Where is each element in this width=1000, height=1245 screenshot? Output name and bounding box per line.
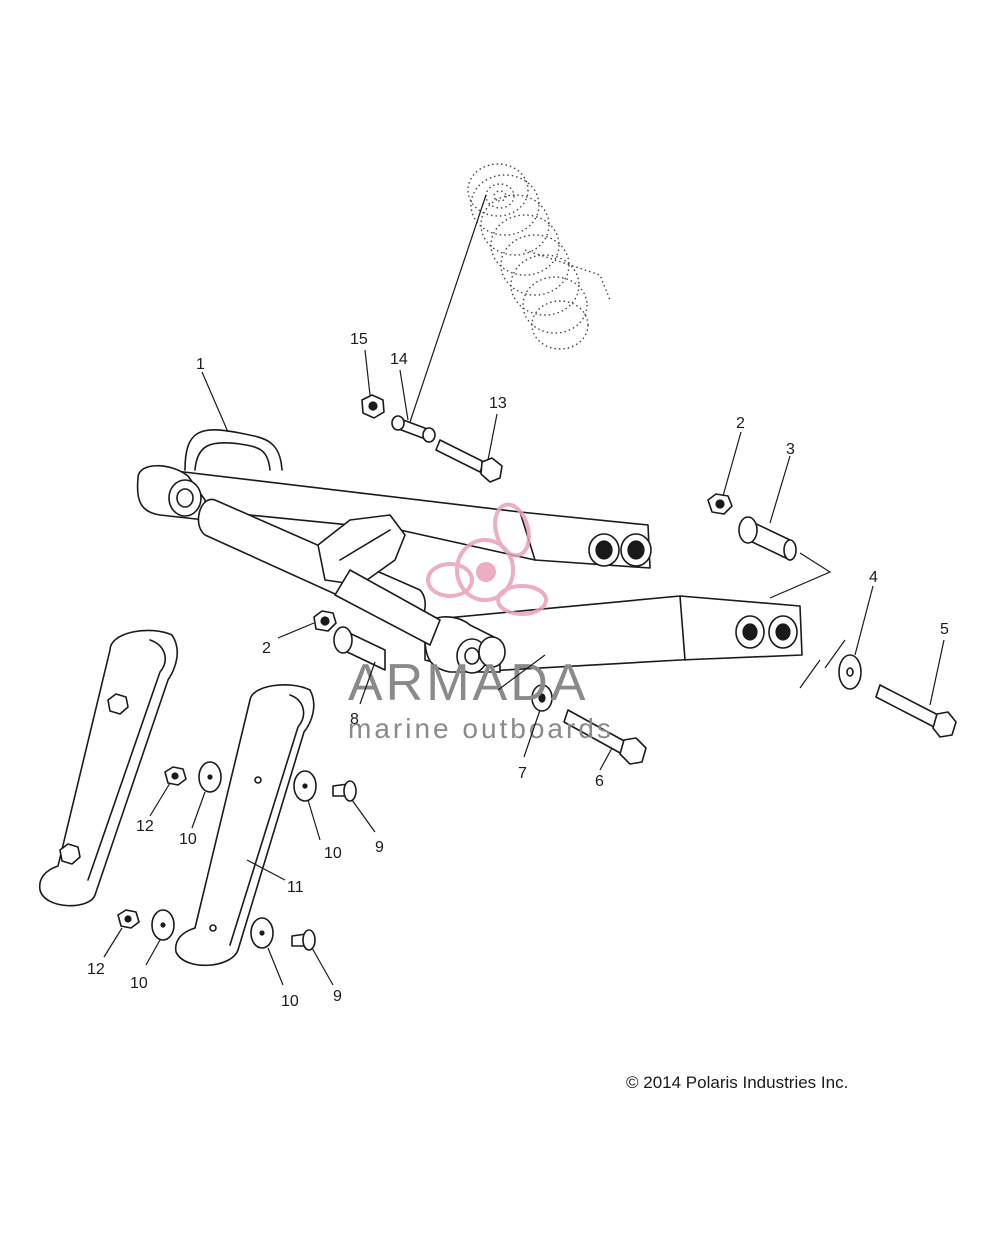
callout-4: 4 xyxy=(869,569,878,586)
callout-9-upper: 9 xyxy=(375,839,384,856)
bushing-part-8 xyxy=(333,626,386,671)
callout-14: 14 xyxy=(390,351,408,368)
watermark-title: ARMADA xyxy=(348,654,588,712)
watermark-logo xyxy=(426,502,548,616)
washer-part-10 xyxy=(151,761,317,949)
watermark-subtitle: marine outboards xyxy=(348,713,614,744)
bushing-part-14 xyxy=(391,415,436,443)
leader-lines xyxy=(103,349,945,986)
nut-part-2-upper xyxy=(707,493,733,515)
bolt-part-6 xyxy=(563,709,647,765)
callout-3: 3 xyxy=(786,441,795,458)
link-arm-part-11 xyxy=(174,684,315,967)
callout-1: 1 xyxy=(196,356,205,373)
callout-2-upper: 2 xyxy=(736,415,745,432)
bolt-part-13 xyxy=(435,439,503,483)
link-arm-left xyxy=(38,629,179,907)
nut-part-12-lower xyxy=(117,909,140,929)
washer-part-4 xyxy=(838,654,862,690)
shock-spring-phantom xyxy=(467,163,611,350)
callout-6: 6 xyxy=(595,773,604,790)
callout-10-b: 10 xyxy=(324,845,342,862)
nut-part-2-lower xyxy=(313,610,337,632)
nut-part-15 xyxy=(361,394,385,419)
bushing-part-3 xyxy=(738,516,797,561)
callout-12-lower: 12 xyxy=(87,961,105,978)
callout-10-c: 10 xyxy=(130,975,148,992)
callout-9-lower: 9 xyxy=(333,988,342,1005)
callout-5: 5 xyxy=(940,621,949,638)
callout-2-lower: 2 xyxy=(262,640,271,657)
pin-part-9 xyxy=(291,780,357,951)
nut-part-12-upper xyxy=(164,766,187,786)
callout-12-upper: 12 xyxy=(136,818,154,835)
swing-arm-assembly xyxy=(136,429,803,674)
callout-7: 7 xyxy=(518,765,527,782)
callout-8: 8 xyxy=(350,711,359,728)
copyright-notice: © 2014 Polaris Industries Inc. xyxy=(626,1073,849,1092)
callout-10-d: 10 xyxy=(281,993,299,1010)
callout-11: 11 xyxy=(287,879,304,896)
callout-10-a: 10 xyxy=(179,831,197,848)
washer-part-7 xyxy=(531,684,553,712)
callout-13: 13 xyxy=(489,395,507,412)
bolt-part-5 xyxy=(875,684,957,738)
callout-15: 15 xyxy=(350,331,368,348)
